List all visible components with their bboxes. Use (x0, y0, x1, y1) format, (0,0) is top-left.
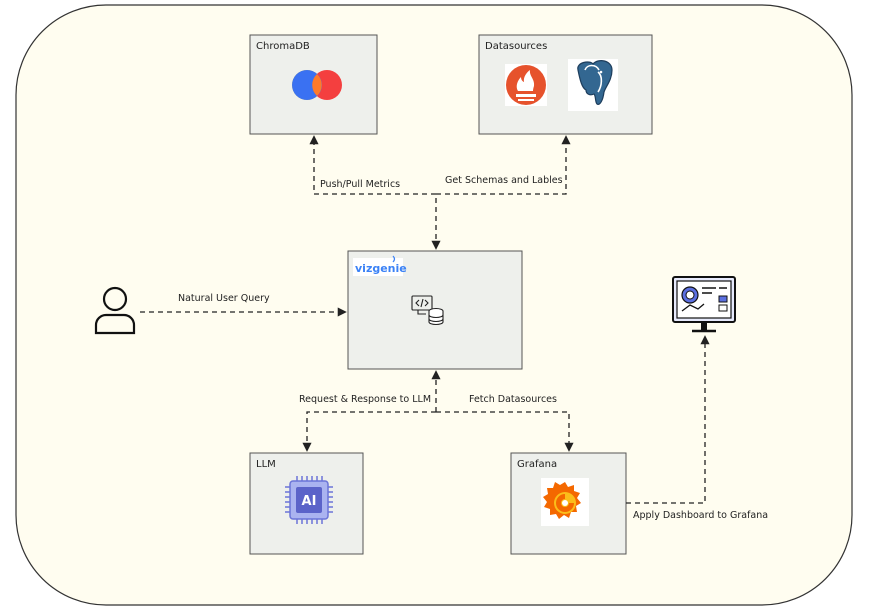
node-llm-label: LLM (256, 459, 276, 470)
edge-push-pull (309, 135, 436, 195)
postgresql-logo-icon (568, 59, 618, 111)
edge-label-fetch-datasources: Fetch Datasources (469, 394, 557, 405)
node-datasources[interactable]: Datasources (478, 34, 653, 135)
node-llm[interactable]: LLM AI (249, 452, 364, 555)
vizgenie-logo-text: vizgenie (355, 262, 407, 275)
edge-label-get-schemas: Get Schemas and Lables (445, 175, 563, 186)
node-datasources-label: Datasources (485, 41, 547, 52)
edge-request-llm (302, 411, 436, 452)
edge-get-schemas (436, 135, 571, 195)
edge-label-push-pull: Push/Pull Metrics (320, 179, 400, 190)
chromadb-logo-icon (292, 70, 342, 100)
prometheus-logo-icon (505, 64, 547, 106)
dashboard-monitor-icon (672, 276, 736, 333)
ai-chip-text: AI (302, 494, 317, 509)
code-database-icon (411, 295, 444, 326)
node-grafana-label: Grafana (517, 459, 557, 470)
edge-label-user-query: Natural User Query (178, 293, 270, 304)
user-icon (94, 286, 136, 335)
node-chromadb-label: ChromaDB (256, 41, 310, 52)
edge-label-apply-dashboard: Apply Dashboard to Grafana (633, 510, 768, 521)
grafana-logo-icon (541, 478, 589, 526)
vizgenie-logo: vizgenie (353, 255, 407, 276)
node-grafana[interactable]: Grafana (510, 452, 627, 555)
node-chromadb[interactable]: ChromaDB (249, 34, 378, 135)
edge-label-request-llm: Request & Response to LLM (299, 394, 431, 405)
ai-chip-icon: AI (285, 476, 333, 524)
node-vizgenie[interactable]: vizgenie (347, 250, 523, 370)
edge-apply-dashboard (626, 335, 710, 504)
